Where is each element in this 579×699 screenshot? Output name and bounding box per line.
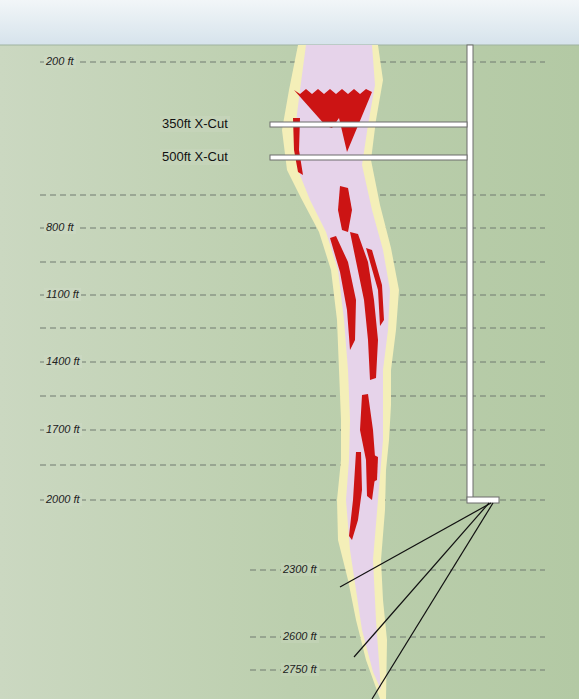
depth-label: 200 ft: [44, 55, 76, 68]
depth-label: 1400 ft: [44, 355, 82, 368]
ore-zone: [295, 45, 390, 690]
mine-workings: [270, 45, 499, 503]
depth-label: 1100 ft: [44, 288, 81, 301]
sky: [0, 0, 579, 45]
drill-holes: [340, 503, 493, 699]
crosscut-label: 500ft X-Cut: [160, 149, 230, 165]
alteration-halo: [282, 45, 399, 699]
crosscut-label: 350ft X-Cut: [160, 116, 230, 132]
depth-label: 2000 ft: [44, 493, 82, 506]
depth-label: 2300 ft: [281, 563, 319, 576]
depth-label: 2600 ft: [281, 630, 319, 643]
depth-label: 2750 ft: [281, 663, 319, 676]
surface-line: [0, 45, 579, 46]
depth-label: 800 ft: [44, 221, 76, 234]
depth-label: 1700 ft: [44, 423, 82, 436]
